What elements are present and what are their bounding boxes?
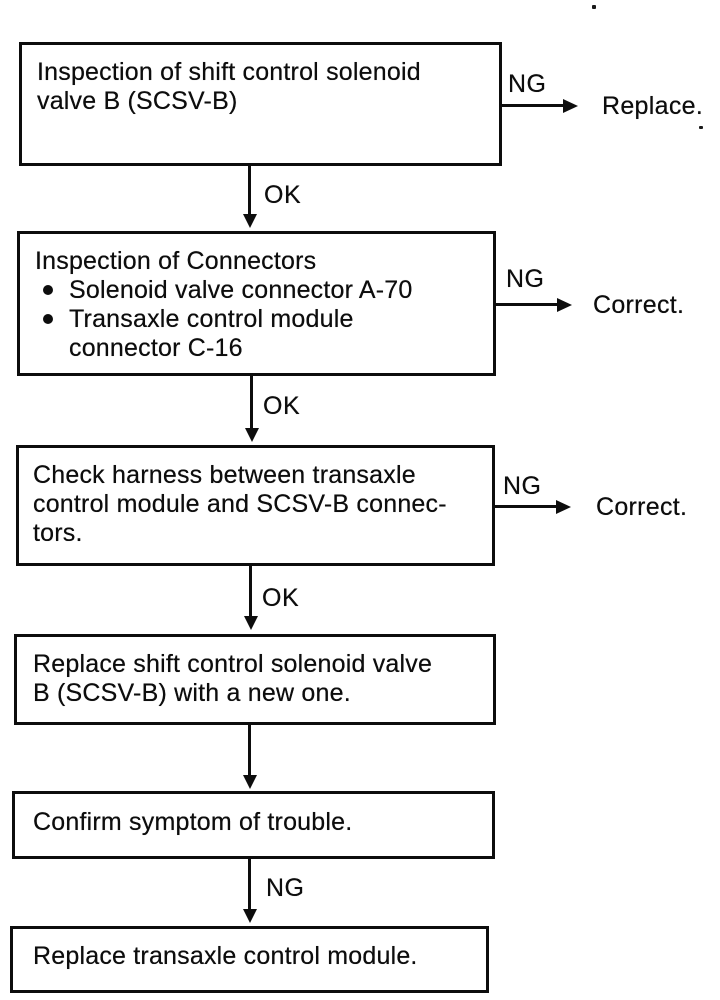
box-inspect-connectors: Inspection of Connectors Solenoid valve …: [17, 231, 496, 376]
bullet-icon: [43, 285, 53, 295]
ng-arrow-3: [495, 505, 556, 508]
down-arrowhead-4: [243, 775, 257, 789]
box-confirm-symptom-line-1: Confirm symptom of trouble.: [33, 808, 353, 836]
ng-arrow-1: [502, 104, 564, 107]
box-inspect-connectors-heading: Inspection of Connectors: [35, 247, 317, 275]
down-arrowhead-5: [243, 909, 257, 923]
box-inspect-scsvb: Inspection of shift control solenoid val…: [19, 42, 502, 166]
box-inspect-scsvb-line-2: valve B (SCSV-B): [37, 87, 238, 115]
result-correct-1: Correct.: [593, 291, 685, 319]
down-arrowhead-1: [243, 214, 257, 228]
down-arrow-3: [249, 566, 252, 616]
ng-arrowhead-2: [557, 298, 572, 312]
box-check-harness-line-2: control module and SCSV-B connec-: [33, 490, 447, 518]
result-correct-2: Correct.: [596, 493, 688, 521]
ng-arrow-2: [496, 303, 558, 306]
down-arrow-1: [248, 166, 251, 214]
ng-label-3: NG: [503, 472, 542, 500]
box-check-harness-line-3: tors.: [33, 519, 83, 547]
bullet-icon: [43, 314, 53, 324]
ng-arrowhead-1: [563, 99, 578, 113]
down-arrowhead-3: [244, 616, 258, 630]
bullet-2-line-1: Transaxle control module: [69, 305, 354, 333]
ok-label-2: OK: [263, 392, 301, 420]
down-arrowhead-2: [245, 428, 259, 442]
box-confirm-symptom: Confirm symptom of trouble.: [12, 791, 495, 859]
bullet-1-line-1: Solenoid valve connector A-70: [69, 276, 413, 304]
bullet-item-2: Transaxle control module connector C-16: [35, 305, 413, 363]
box-check-harness: Check harness between transaxle control …: [16, 445, 495, 566]
down-arrow-5: [248, 859, 251, 909]
box-check-harness-line-1: Check harness between transaxle: [33, 461, 416, 489]
ng-label-1: NG: [508, 70, 547, 98]
box-replace-scsvb-line-1: Replace shift control solenoid valve: [33, 650, 433, 678]
ng-arrowhead-3: [556, 500, 571, 514]
box-inspect-scsvb-line-1: Inspection of shift control solenoid: [37, 58, 421, 86]
scan-speck-top: [592, 5, 596, 9]
bullet-2-line-2: connector C-16: [69, 334, 243, 362]
bullet-item-1: Solenoid valve connector A-70: [35, 276, 413, 305]
box-replace-scsvb: Replace shift control solenoid valve B (…: [14, 634, 496, 725]
ok-label-3: OK: [262, 584, 300, 612]
result-replace: Replace.: [602, 92, 704, 120]
box-replace-tcm: Replace transaxle control module.: [10, 926, 489, 993]
ng-label-down: NG: [266, 874, 305, 902]
box-replace-tcm-line-1: Replace transaxle control module.: [33, 942, 418, 970]
down-arrow-2: [250, 376, 253, 428]
box-replace-scsvb-line-2: B (SCSV-B) with a new one.: [33, 679, 351, 707]
ng-label-2: NG: [506, 265, 545, 293]
ok-label-1: OK: [264, 181, 302, 209]
down-arrow-4: [248, 725, 251, 775]
scan-speck-right: [699, 126, 703, 129]
